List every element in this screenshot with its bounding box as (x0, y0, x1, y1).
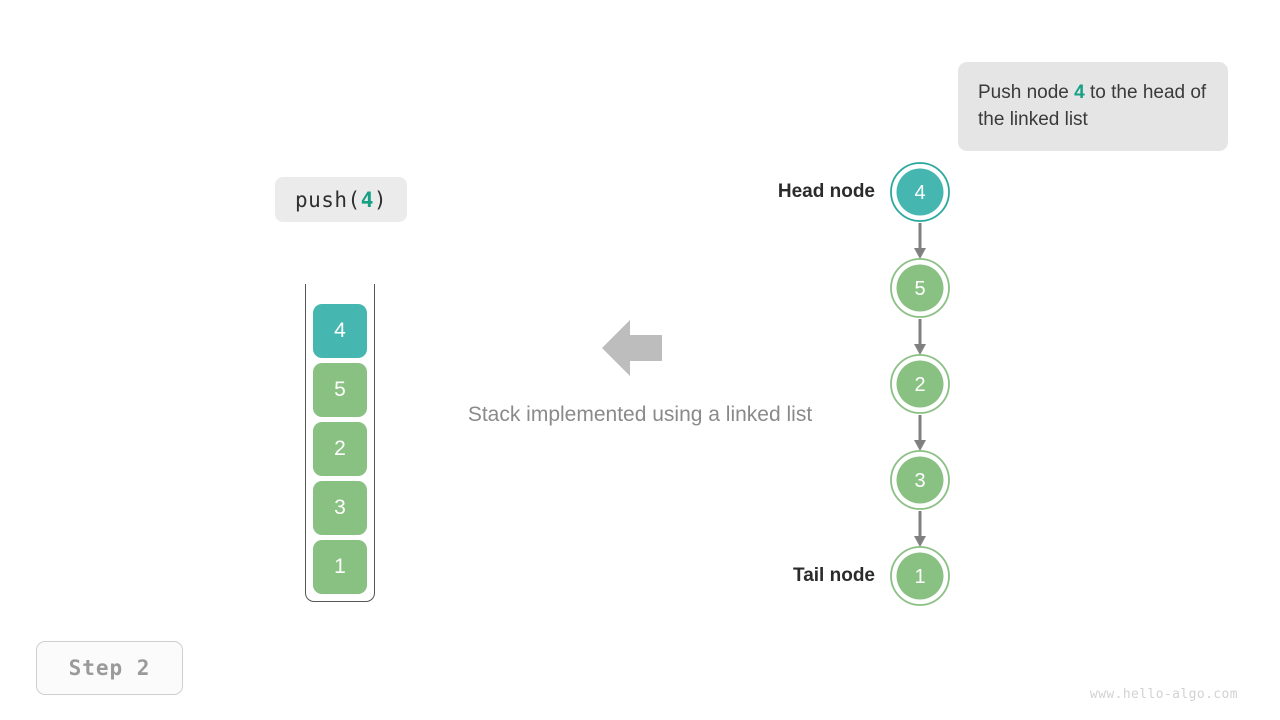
node-value: 1 (914, 566, 925, 588)
callout-tooltip: Push node 4 to the head of the linked li… (958, 62, 1228, 151)
node-outer-ring (890, 354, 950, 414)
stack-walls (305, 284, 375, 602)
node-value: 5 (914, 278, 925, 300)
node-circle (896, 168, 944, 216)
node-outer-ring (890, 162, 950, 222)
node-outer-ring (890, 546, 950, 606)
step-badge: Step 2 (36, 641, 183, 695)
left-arrow-icon (602, 320, 662, 381)
node-value: 4 (914, 182, 925, 204)
diagram-caption: Stack implemented using a linked list (467, 403, 813, 426)
operation-suffix: ) (373, 187, 388, 212)
stack-cell: 1 (313, 540, 367, 594)
node-circle (896, 264, 944, 312)
link-arrow-head (914, 440, 926, 451)
stack-cell: 4 (313, 304, 367, 358)
node-circle (896, 456, 944, 504)
operation-value: 4 (360, 187, 374, 212)
operation-label: push(4) (275, 177, 407, 222)
node-outer-ring (890, 258, 950, 318)
callout-text-before: Push node (978, 82, 1075, 103)
operation-prefix: push( (294, 187, 361, 212)
callout-text-after: to the head of the linked list (978, 82, 1207, 130)
tail-node-label: Tail node (793, 565, 875, 586)
link-arrow-head (914, 344, 926, 355)
watermark: www.hello-algo.com (1089, 687, 1238, 702)
callout-highlight-value: 4 (1074, 82, 1085, 103)
stack-cell: 5 (313, 363, 367, 417)
node-outer-ring (890, 450, 950, 510)
node-circle (896, 552, 944, 600)
link-arrow-head (914, 536, 926, 547)
node-circle (896, 360, 944, 408)
head-node-label: Head node (777, 181, 875, 202)
stack-cell: 2 (313, 422, 367, 476)
node-value: 2 (914, 374, 925, 396)
stack-cell: 3 (313, 481, 367, 535)
linked-list-diagram: 4 5 2 3 1 (830, 150, 1020, 620)
link-arrow-head (914, 248, 926, 259)
node-value: 3 (914, 470, 925, 492)
